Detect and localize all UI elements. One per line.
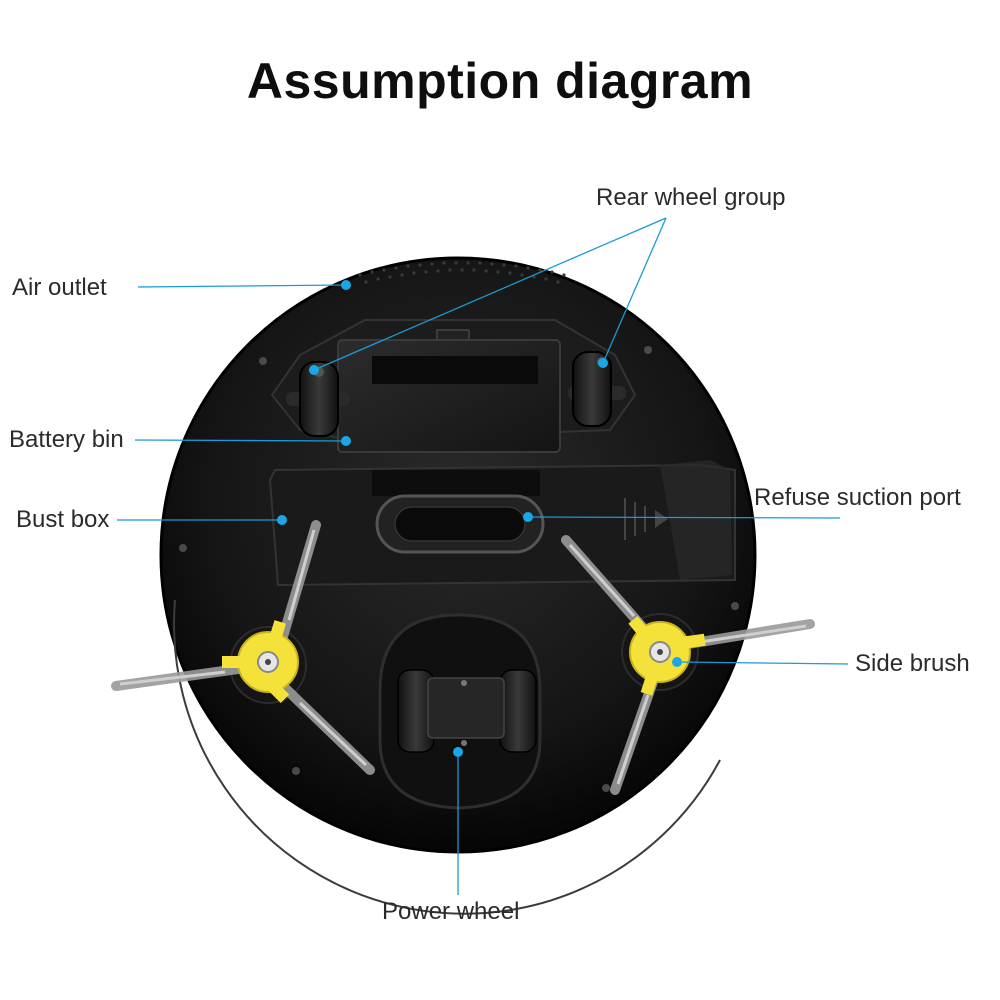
label-battery-bin: Battery bin	[9, 426, 124, 453]
air-outlet-vents	[358, 261, 566, 284]
leader-rear-wheel-right	[602, 217, 667, 364]
leader-dots	[277, 280, 682, 757]
label-bust-box: Bust box	[16, 506, 110, 533]
side-brush-right	[561, 535, 815, 795]
leader-suction-port	[527, 516, 841, 519]
leader-lines	[117, 217, 849, 895]
leader-battery-bin	[134, 439, 347, 442]
side-brush-left	[111, 520, 375, 775]
dust-box	[268, 460, 736, 587]
rear-wheel-right	[568, 351, 626, 427]
label-refuse-suction-port: Refuse suction port	[754, 484, 961, 511]
label-rear-wheel-group: Rear wheel group	[596, 184, 786, 211]
label-air-outlet: Air outlet	[12, 274, 107, 301]
battery-cover	[337, 329, 561, 453]
label-power-wheel: Power wheel	[382, 898, 520, 925]
suction-port	[375, 494, 545, 554]
power-wheel	[378, 613, 542, 810]
leader-rear-wheel-left	[313, 217, 667, 371]
leader-air-outlet	[137, 284, 347, 288]
page-title: Assumption diagram	[246, 53, 754, 109]
arrow-marks	[624, 498, 646, 540]
rear-wheel-left	[286, 361, 350, 437]
label-side-brush: Side brush	[855, 650, 970, 677]
leader-side-brush	[676, 661, 849, 665]
